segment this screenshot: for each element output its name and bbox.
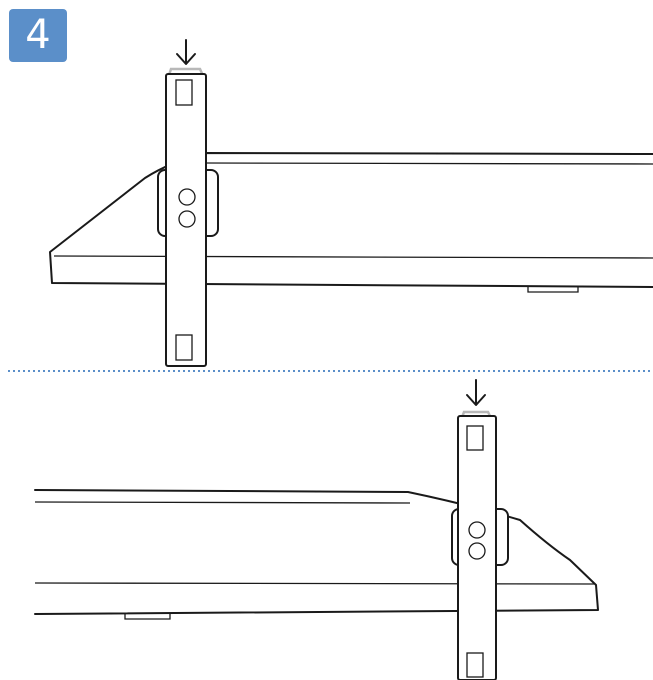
stand-leg-top — [165, 67, 207, 367]
down-arrow-icon — [466, 379, 486, 406]
tv-body-top — [49, 152, 653, 293]
tv-body-bottom — [34, 489, 599, 620]
stand-leg-bottom — [457, 410, 497, 680]
bottom-view-right-stand — [34, 379, 599, 680]
down-arrow-icon — [176, 39, 196, 65]
top-view-left-stand — [49, 39, 653, 367]
step-number-badge: 4 — [9, 9, 67, 62]
